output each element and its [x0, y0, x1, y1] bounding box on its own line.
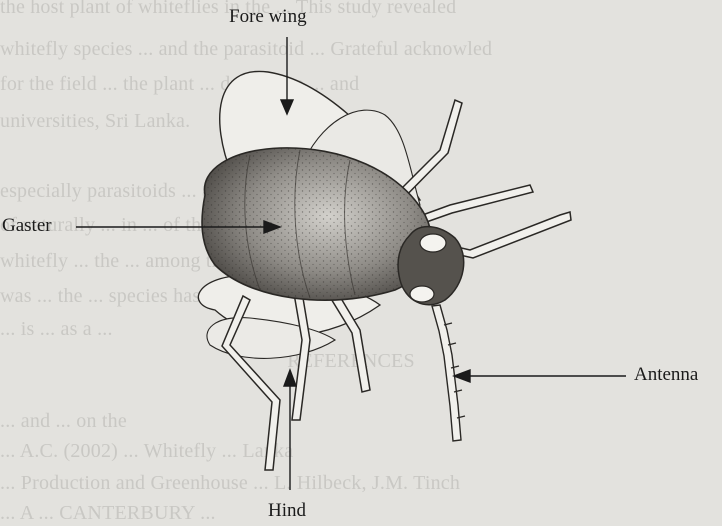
eye-upper: [420, 234, 446, 252]
hind-label: Hind: [268, 500, 306, 522]
gaster-label: Gaster: [2, 215, 52, 237]
fore-wing-label: Fore wing: [229, 6, 307, 28]
eye-lower: [410, 286, 434, 302]
antenna-label: Antenna: [634, 364, 698, 386]
antenna-arrowhead: [454, 370, 470, 382]
hind-arrowhead: [284, 370, 296, 386]
